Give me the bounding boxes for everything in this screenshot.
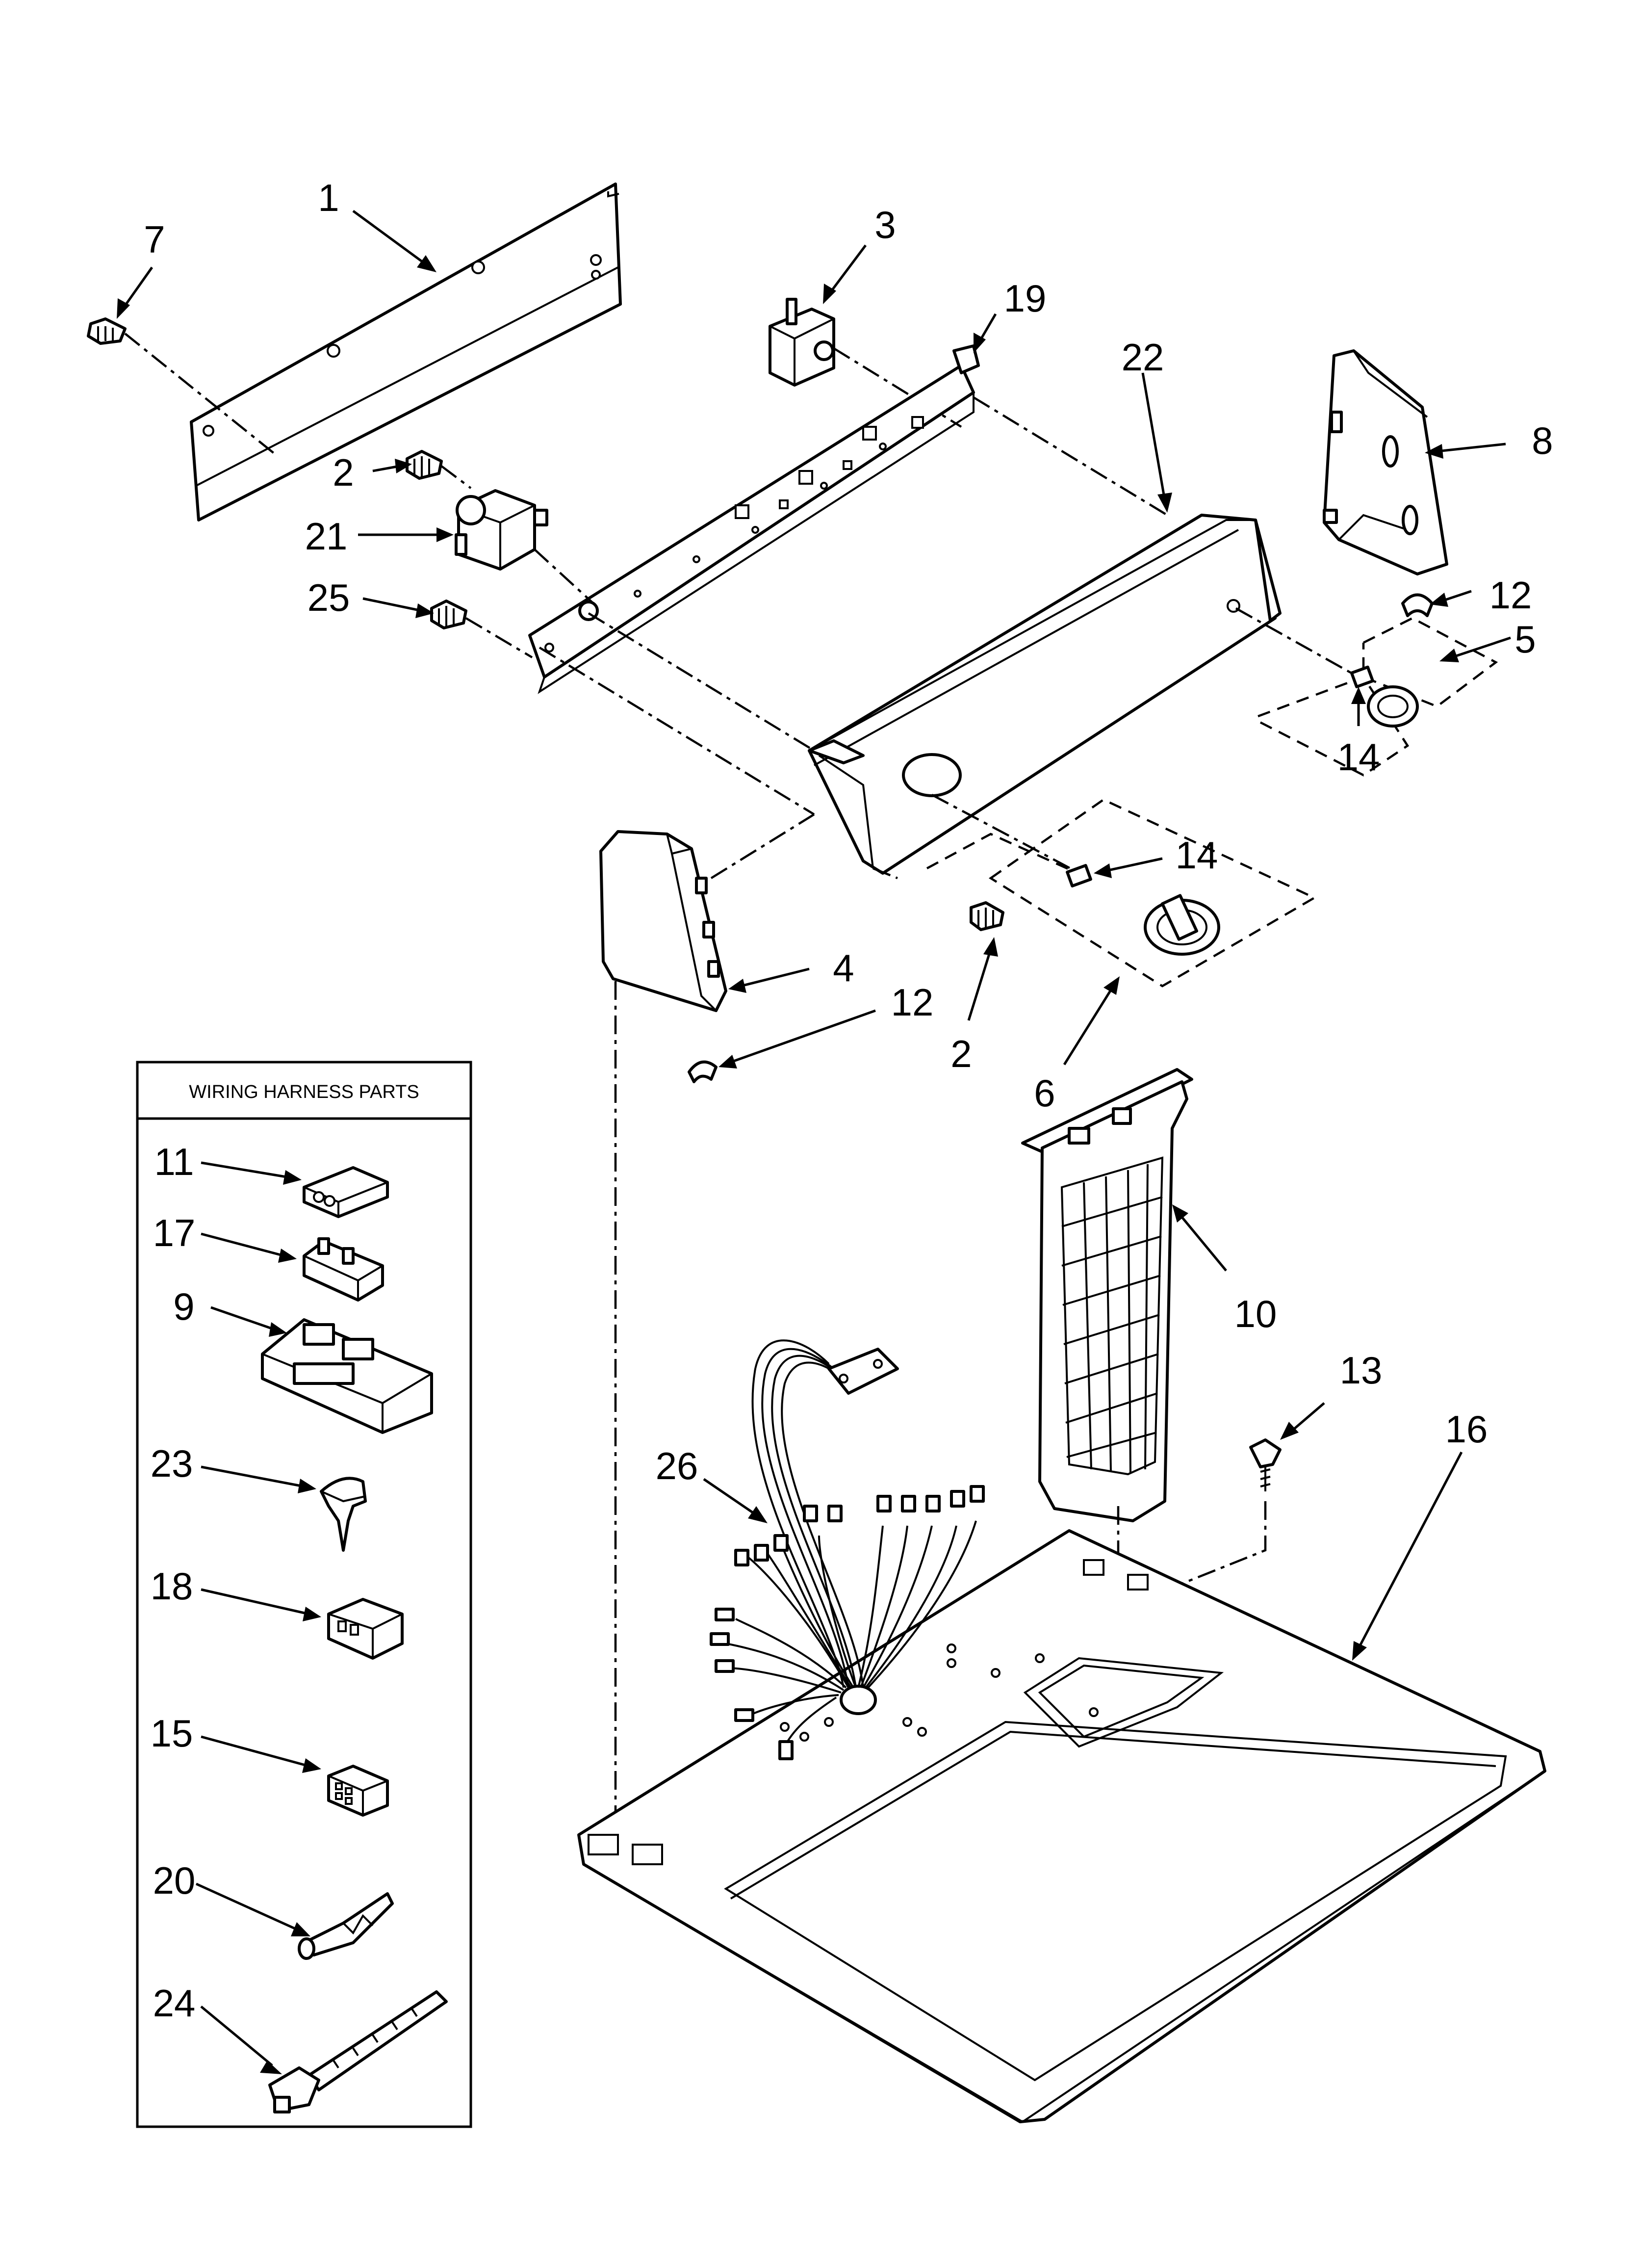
callout-23: 23 <box>151 1442 193 1485</box>
screw-part <box>87 317 127 345</box>
callout-10: 10 <box>1234 1292 1277 1335</box>
callout-2-lower: 2 <box>950 1032 972 1075</box>
callout-5: 5 <box>1514 618 1536 661</box>
connector-part <box>327 1765 389 1817</box>
screw-part <box>406 450 443 480</box>
connector-part <box>327 1598 404 1660</box>
knob-part <box>1144 894 1220 956</box>
callout-11: 11 <box>154 1140 194 1183</box>
lint-screen-mesh <box>1061 1164 1163 1474</box>
callout-13: 13 <box>1340 1349 1383 1392</box>
callout-numbers: 1 7 3 19 22 8 2 21 25 12 5 14 14 4 12 2 … <box>144 176 1553 2025</box>
terminal-block-part <box>261 1318 433 1434</box>
callout-6: 6 <box>1034 1071 1055 1115</box>
screw-part <box>430 600 467 629</box>
clip-part <box>320 1477 367 1552</box>
callout-26: 26 <box>656 1444 698 1487</box>
knob-part <box>1367 685 1419 728</box>
callout-20: 20 <box>153 1859 196 1902</box>
callout-12-left: 12 <box>891 981 934 1024</box>
knob-spring-part <box>1350 665 1375 688</box>
timer-part <box>455 489 548 571</box>
cable-tie-part <box>268 1990 448 2113</box>
connector-part <box>303 1237 384 1302</box>
callout-16: 16 <box>1445 1408 1488 1451</box>
callout-17: 17 <box>153 1211 196 1254</box>
side-cap-part <box>599 830 727 1012</box>
callout-4: 4 <box>833 946 854 990</box>
callout-7: 7 <box>144 218 165 261</box>
terminal-part <box>298 1892 394 1960</box>
console-part <box>808 514 1282 875</box>
clip-part <box>688 1060 718 1083</box>
connector-part <box>303 1166 389 1218</box>
callout-15: 15 <box>151 1712 193 1755</box>
wiring-box-title: WIRING HARNESS PARTS <box>189 1082 419 1102</box>
callout-9: 9 <box>173 1285 194 1328</box>
switch-part <box>769 298 835 387</box>
callout-18: 18 <box>151 1564 193 1608</box>
lint-screen-part <box>1021 1068 1193 1522</box>
screw-part <box>970 901 1004 931</box>
wiring-harness-box: WIRING HARNESS PARTS <box>136 1061 472 2128</box>
callout-12-right: 12 <box>1489 574 1532 617</box>
end-cap-part <box>1323 349 1448 575</box>
callout-24: 24 <box>153 1981 196 2025</box>
callout-19: 19 <box>1004 277 1047 320</box>
callout-1: 1 <box>318 176 339 219</box>
callout-14-mid: 14 <box>1176 834 1218 877</box>
callout-leaders <box>117 209 1511 1661</box>
callout-3: 3 <box>874 203 896 246</box>
screw-part <box>1249 1438 1282 1491</box>
clip-part <box>1401 593 1434 617</box>
knob-spring-part <box>1066 864 1092 887</box>
callout-22: 22 <box>1122 336 1164 379</box>
callout-8: 8 <box>1532 419 1553 462</box>
callout-25: 25 <box>308 576 350 619</box>
callout-14-right: 14 <box>1337 735 1380 779</box>
wire-harness-part <box>710 1339 985 1760</box>
callout-21: 21 <box>305 515 348 558</box>
top-panel-part <box>577 1529 1546 2123</box>
control-bracket-part <box>528 344 980 694</box>
rear-panel-part <box>190 182 622 521</box>
callout-2-upper: 2 <box>333 451 354 494</box>
